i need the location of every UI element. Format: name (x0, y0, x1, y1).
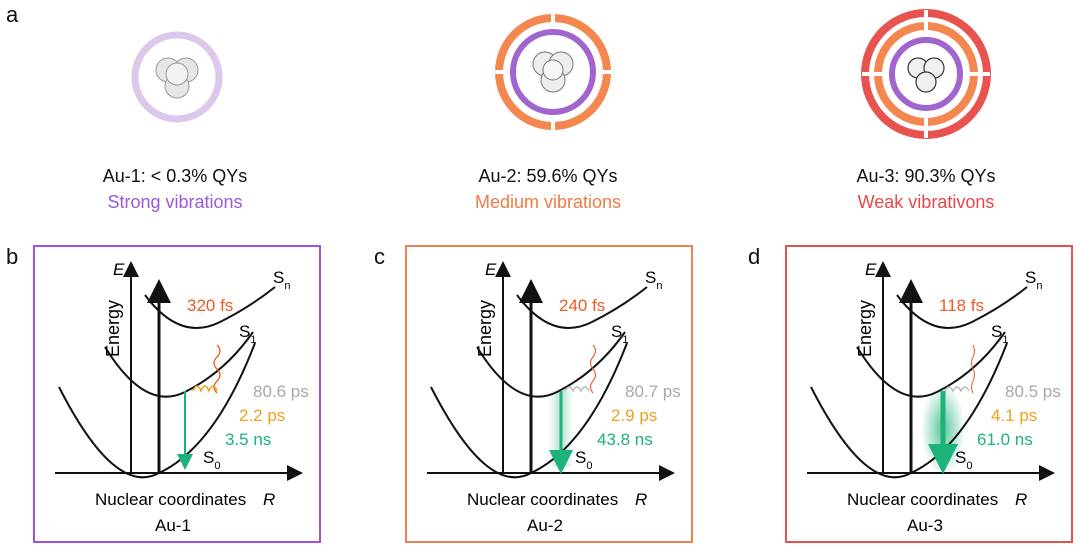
axis-e-label: E (865, 260, 877, 279)
state-s1-label: S1 (239, 322, 256, 346)
panel-letter-a: a (6, 2, 19, 27)
state-s0-label: S0 (203, 448, 220, 472)
axis-y-label: Energy (855, 300, 875, 357)
panel-letter-b: b (6, 244, 19, 269)
ns-time-label: 43.8 ns (597, 430, 653, 449)
au2-vibration-label: Medium vibrations (474, 192, 622, 212)
axis-x-label: Nuclear coordinates (847, 490, 998, 509)
diagram-name-label: Au-1 (155, 516, 191, 535)
fs-time-label: 118 fs (939, 296, 984, 315)
energy-diagram-au3: E Energy Sn S1 S0 118 fs 80.5 ps 4.1 ps … (807, 260, 1061, 535)
fs-time-label: 240 fs (559, 296, 605, 315)
axis-y-label: Energy (475, 300, 495, 357)
au2-cluster-illustration (495, 14, 611, 130)
au3-vibration-label: Weak vibrativons (857, 192, 995, 212)
au3-qy-label: Au-3: 90.3% QYs (856, 166, 996, 186)
ps-time-label: 2.9 ps (611, 406, 657, 425)
au3-cluster-illustration (861, 9, 991, 139)
axis-e-label: E (485, 260, 497, 279)
au1-qy-label: Au-1: < 0.3% QYs (102, 166, 248, 186)
au2-qy-label: Au-2: 59.6% QYs (478, 166, 618, 186)
state-sn-label: Sn (1025, 268, 1042, 292)
axis-y-label: Energy (103, 300, 123, 357)
au1-vibration-label: Strong vibrations (107, 192, 243, 212)
diagram-name-label: Au-2 (527, 516, 563, 535)
state-s1-label: S1 (611, 322, 628, 346)
ps-time-label: 4.1 ps (991, 406, 1037, 425)
au3-caption: Au-3: 90.3% QYs Weak vibrativons (776, 163, 1076, 215)
axis-r-label: R (1015, 490, 1027, 509)
state-s1-label: S1 (991, 322, 1008, 346)
au2-caption: Au-2: 59.6% QYs Medium vibrations (398, 163, 698, 215)
diagram-box-au2: E Energy Sn S1 S0 240 fs 80.7 ps 2.9 ps … (405, 245, 693, 543)
panel-letter-d: d (748, 244, 761, 269)
ps-grey-time-label: 80.6 ps (253, 382, 309, 401)
diagram-name-label: Au-3 (907, 516, 943, 535)
state-sn-label: Sn (645, 268, 662, 292)
axis-x-label: Nuclear coordinates (467, 490, 618, 509)
panel-letter-c: c (374, 244, 385, 269)
state-s0-label: S0 (955, 448, 972, 472)
ps-time-label: 2.2 ps (239, 406, 285, 425)
diagram-box-au1: E Energy Sn S1 S0 320 fs 80.6 ps 2.2 ps … (33, 245, 321, 543)
ps-grey-time-label: 80.5 ps (1005, 382, 1061, 401)
energy-diagram-au1: E Energy Sn S1 S0 320 fs 80.6 ps 2.2 ps … (55, 260, 309, 535)
axis-e-label: E (113, 260, 125, 279)
state-sn-label: Sn (273, 268, 290, 292)
axis-x-label: Nuclear coordinates (95, 490, 246, 509)
au1-cluster-illustration (131, 31, 223, 123)
axis-r-label: R (635, 490, 647, 509)
axis-r-label: R (263, 490, 275, 509)
energy-diagram-au2: E Energy Sn S1 S0 240 fs 80.7 ps 2.9 ps … (427, 260, 681, 535)
fs-time-label: 320 fs (187, 296, 233, 315)
ns-time-label: 3.5 ns (225, 430, 271, 449)
au1-caption: Au-1: < 0.3% QYs Strong vibrations (25, 163, 325, 215)
state-s0-label: S0 (575, 448, 592, 472)
diagram-box-au3: E Energy Sn S1 S0 118 fs 80.5 ps 4.1 ps … (785, 245, 1073, 543)
ns-time-label: 61.0 ns (977, 430, 1033, 449)
ps-grey-time-label: 80.7 ps (625, 382, 681, 401)
